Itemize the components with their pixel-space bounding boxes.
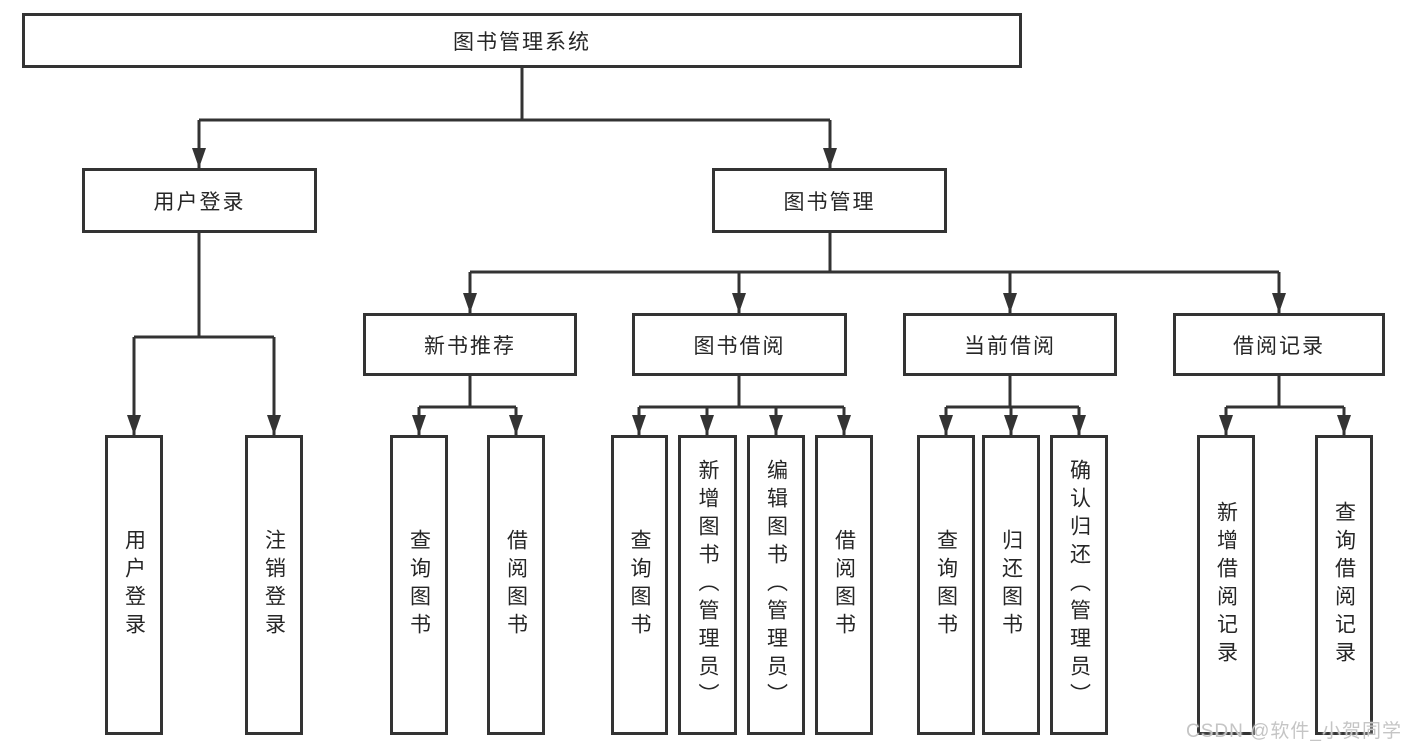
node-label: 注销登录 <box>262 529 286 641</box>
leaf-user-login: 用户登录 <box>105 435 163 735</box>
node-label: 图书管理系统 <box>453 30 591 54</box>
node-user-login-branch: 用户登录 <box>82 168 317 233</box>
node-label: 确认归还（管理员） <box>1067 459 1091 711</box>
node-label: 查询图书 <box>407 529 431 641</box>
node-new-book-recommend: 新书推荐 <box>363 313 577 376</box>
node-current-borrowing: 当前借阅 <box>903 313 1117 376</box>
node-borrowing-records: 借阅记录 <box>1173 313 1385 376</box>
node-label: 借阅图书 <box>832 529 856 641</box>
leaf-logout: 注销登录 <box>245 435 303 735</box>
node-label: 新增借阅记录 <box>1214 501 1238 669</box>
node-label: 借阅记录 <box>1233 334 1325 358</box>
node-label: 借阅图书 <box>504 529 528 641</box>
leaf-confirm-return-admin: 确认归还（管理员） <box>1050 435 1108 735</box>
node-label: 归还图书 <box>999 529 1023 641</box>
leaf-add-book-admin: 新增图书（管理员） <box>678 435 737 735</box>
leaf-query-books-recommend: 查询图书 <box>390 435 448 735</box>
node-label: 用户登录 <box>153 190 246 214</box>
leaf-borrow-books-recommend: 借阅图书 <box>487 435 545 735</box>
leaf-query-books-current: 查询图书 <box>917 435 975 735</box>
node-label: 新书推荐 <box>424 334 516 358</box>
leaf-query-borrow-record: 查询借阅记录 <box>1315 435 1373 735</box>
node-label: 编辑图书（管理员） <box>764 459 788 711</box>
leaf-return-books: 归还图书 <box>982 435 1040 735</box>
node-book-management-branch: 图书管理 <box>712 168 947 233</box>
node-label: 查询图书 <box>934 529 958 641</box>
node-label: 图书管理 <box>783 190 876 214</box>
node-label: 查询借阅记录 <box>1332 501 1356 669</box>
node-book-borrowing: 图书借阅 <box>632 313 847 376</box>
leaf-add-borrow-record: 新增借阅记录 <box>1197 435 1255 735</box>
node-label: 用户登录 <box>122 529 146 641</box>
leaf-edit-book-admin: 编辑图书（管理员） <box>747 435 805 735</box>
node-label: 新增图书（管理员） <box>696 459 719 711</box>
node-label: 当前借阅 <box>964 334 1056 358</box>
node-label: 图书借阅 <box>693 334 786 358</box>
leaf-borrow-books-borrowing: 借阅图书 <box>815 435 873 735</box>
watermark: CSDN @软件_小贺同学 <box>1186 721 1402 742</box>
node-label: 查询图书 <box>628 529 651 641</box>
node-library-management-system: 图书管理系统 <box>22 13 1022 68</box>
leaf-query-books-borrowing: 查询图书 <box>611 435 668 735</box>
